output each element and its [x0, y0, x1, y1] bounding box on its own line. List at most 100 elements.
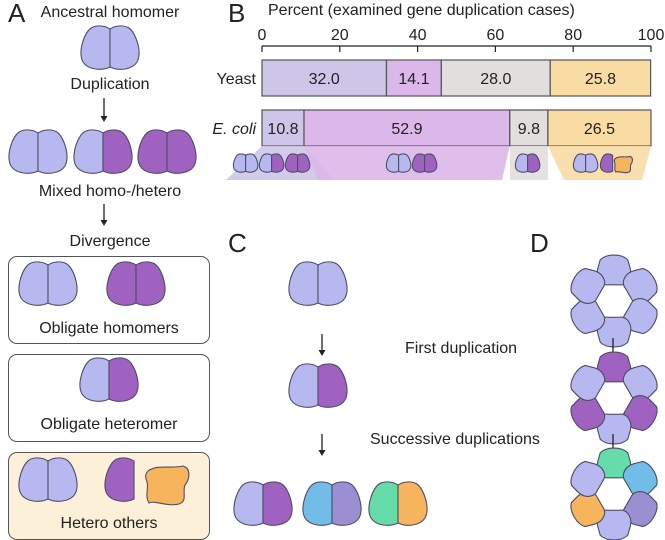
subunit-right — [245, 153, 259, 173]
mini-heteromer — [514, 153, 541, 173]
mini-homomer-lavender — [232, 153, 259, 173]
row-label: E. coli — [212, 121, 256, 138]
x-tick-label: 20 — [331, 27, 349, 44]
bar-value-label: 9.8 — [518, 121, 540, 138]
ring-subunit — [570, 267, 606, 304]
row-label: Yeast — [217, 71, 257, 88]
subunit-right — [398, 153, 412, 173]
subunit-left — [572, 153, 587, 173]
bar-value-label: 10.8 — [267, 121, 298, 138]
subunit-left — [514, 153, 529, 173]
bar-segment — [385, 59, 442, 97]
bar-segment — [303, 109, 511, 147]
panel-a-letter: A — [8, 0, 26, 28]
subunit-right — [331, 481, 362, 526]
panel-d-letter: D — [530, 228, 549, 258]
subunit-right — [262, 481, 293, 526]
bar-value-label: 32.0 — [309, 71, 340, 88]
panel-a-shapes — [8, 25, 197, 506]
subunit-right — [527, 153, 541, 173]
subunit-left — [233, 481, 264, 526]
subunit-left — [18, 261, 49, 306]
hetero-others-purple — [104, 457, 135, 502]
bar-value-label: 28.0 — [480, 71, 511, 88]
subunit-right — [108, 357, 139, 402]
ring-alternating — [570, 351, 658, 445]
row-label-part: E. — [212, 121, 232, 138]
x-tick-label: 40 — [409, 27, 427, 44]
obligate-heteromer-label: Obligate heteromer — [40, 416, 178, 433]
subunit-left — [288, 363, 319, 408]
ancestral-homomer-dimer — [80, 25, 140, 70]
subunit-left — [411, 153, 426, 173]
successive-duplications-label: Successive duplications — [370, 431, 540, 448]
obligate-heteromer-box — [8, 354, 210, 442]
obligate-homomer-purple — [106, 261, 166, 306]
c-arrow-2 — [318, 434, 326, 456]
bar-value-label: 52.9 — [391, 121, 422, 138]
bar-value-label: 25.8 — [585, 71, 616, 88]
x-tick-label: 0 — [258, 27, 267, 44]
mini-orange-subunit — [613, 155, 633, 174]
subunit-right — [47, 261, 78, 306]
arrow-head — [100, 116, 108, 122]
first-duplication-label: First duplication — [405, 340, 518, 357]
subunit-left — [302, 481, 333, 526]
chart-title: Percent (examined gene duplication cases… — [268, 2, 575, 19]
bar-segment — [547, 109, 652, 147]
divergence-label: Divergence — [69, 233, 151, 250]
mini-purple-subunit — [599, 153, 614, 173]
category-highlight — [547, 146, 651, 180]
subunit-left — [106, 261, 137, 306]
subunit-left — [73, 129, 104, 174]
obligate-homomer-lavender — [18, 261, 78, 306]
subunit-left — [288, 261, 319, 306]
subunit-right — [317, 363, 348, 408]
c-dimer-1 — [233, 481, 293, 526]
subunit-right — [585, 153, 599, 173]
subunit-right — [109, 25, 140, 70]
subunit-right — [297, 153, 311, 173]
mini-heteromer — [258, 153, 285, 173]
subunit-left — [385, 153, 400, 173]
hetero-others-orange — [145, 465, 190, 506]
mini-homomer-purple — [284, 153, 311, 173]
mixed-homo-dimer — [8, 129, 68, 174]
panel-c-letter: C — [228, 228, 247, 258]
c-arrow-1 — [318, 334, 326, 356]
subunit-right — [135, 261, 166, 306]
subunit-left — [368, 481, 399, 526]
x-tick-label: 80 — [564, 27, 582, 44]
subunit-right — [317, 261, 348, 306]
bar-value-label: 26.5 — [584, 121, 615, 138]
subunit-right — [102, 129, 133, 174]
c-homomer — [288, 261, 348, 306]
subunit-left — [258, 153, 273, 173]
arrow-head — [100, 220, 108, 226]
subunit-right — [424, 153, 438, 173]
mini-homomer-lavender — [385, 153, 412, 173]
duplication-label: Duplication — [70, 76, 150, 93]
subunit-right — [37, 129, 68, 174]
bar-value-label: 14.1 — [398, 71, 429, 88]
subunit-left — [232, 153, 247, 173]
row-label-part: coli — [232, 121, 256, 138]
ring-subunit — [570, 460, 606, 497]
bar-segment — [261, 59, 388, 97]
subunit-right — [271, 153, 285, 173]
subunit-left — [18, 457, 49, 502]
hetero-others-lavender — [18, 457, 78, 502]
subunit-left — [8, 129, 39, 174]
mini-homomer-lavender — [572, 153, 599, 173]
hetero-others-label: Hetero others — [60, 515, 158, 532]
bar-segment — [440, 59, 551, 97]
subunit-left — [80, 25, 111, 70]
c-heteromer — [288, 363, 348, 408]
obligate-heteromer-dimer — [79, 357, 139, 402]
c-dimer-3 — [368, 481, 428, 526]
ancestral-homomer-label: Ancestral homomer — [40, 4, 180, 21]
panel-b-letter: B — [228, 0, 246, 28]
mini-homomer-purple — [411, 153, 438, 173]
